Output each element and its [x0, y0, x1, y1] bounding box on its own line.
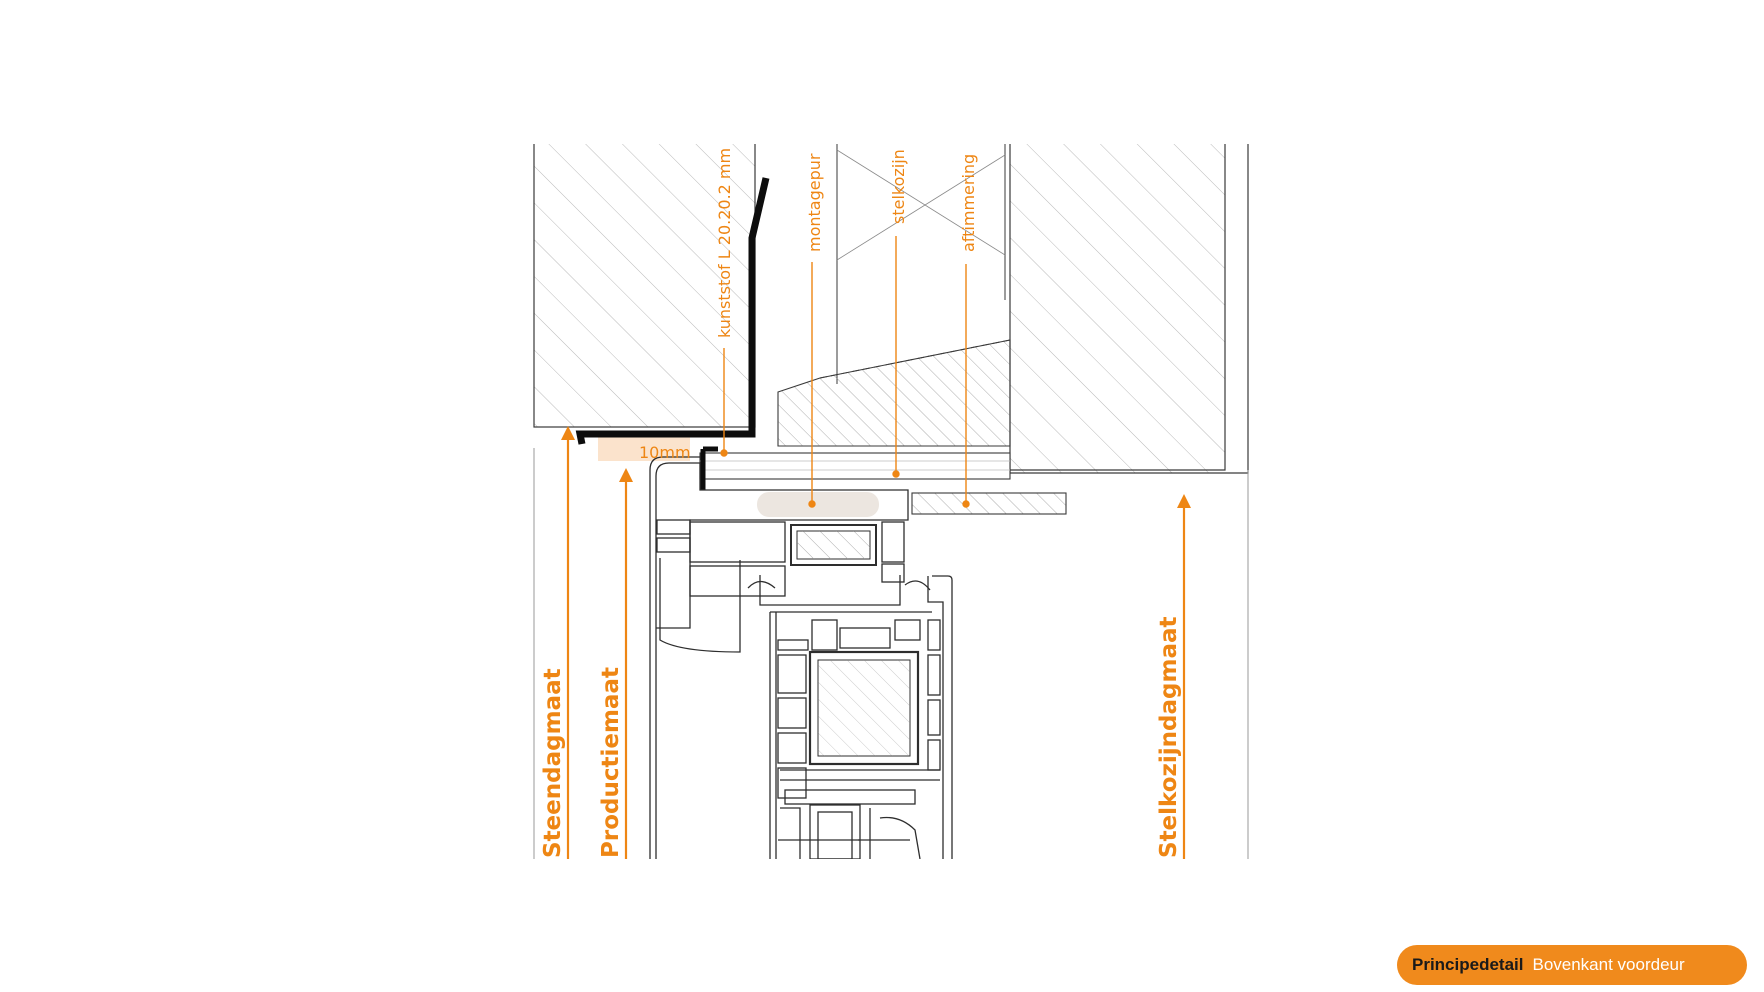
door-frame-profile	[649, 456, 953, 859]
door-frame-hatch	[797, 531, 910, 756]
productiemaat-label: Productiemaat	[598, 667, 624, 858]
leader-lines	[720, 236, 970, 508]
kunststof-l-profile	[575, 177, 770, 490]
aftimmering-label: aftimmering	[959, 154, 978, 252]
aftimmering-plate	[911, 492, 1067, 515]
gap-10mm-label: 10mm	[639, 443, 691, 462]
badge-title: Principedetail	[1412, 955, 1524, 974]
brick-wall	[533, 144, 756, 428]
stelkozijn-block	[777, 339, 1011, 447]
kunststof-label: kunststof L 20.20.2 mm	[715, 148, 734, 338]
reference-lines	[533, 448, 1249, 859]
stelkozijn-label: stelkozijn	[889, 149, 908, 224]
stelkozijn-board	[699, 452, 1011, 480]
inner-wall	[1009, 144, 1249, 474]
stelkozijndagmaat-label: Stelkozijndagmaat	[1156, 616, 1182, 858]
steendagmaat-label: Steendagmaat	[540, 668, 566, 858]
cavity-insulation	[819, 144, 1011, 384]
badge-subtitle: Bovenkant voordeur	[1532, 955, 1685, 974]
title-badge: Principedetail Bovenkant voordeur	[1397, 945, 1747, 985]
montagepur-label: montagepur	[805, 153, 824, 252]
dimension-arrows	[561, 426, 1191, 859]
montagepur-foam	[757, 492, 879, 517]
